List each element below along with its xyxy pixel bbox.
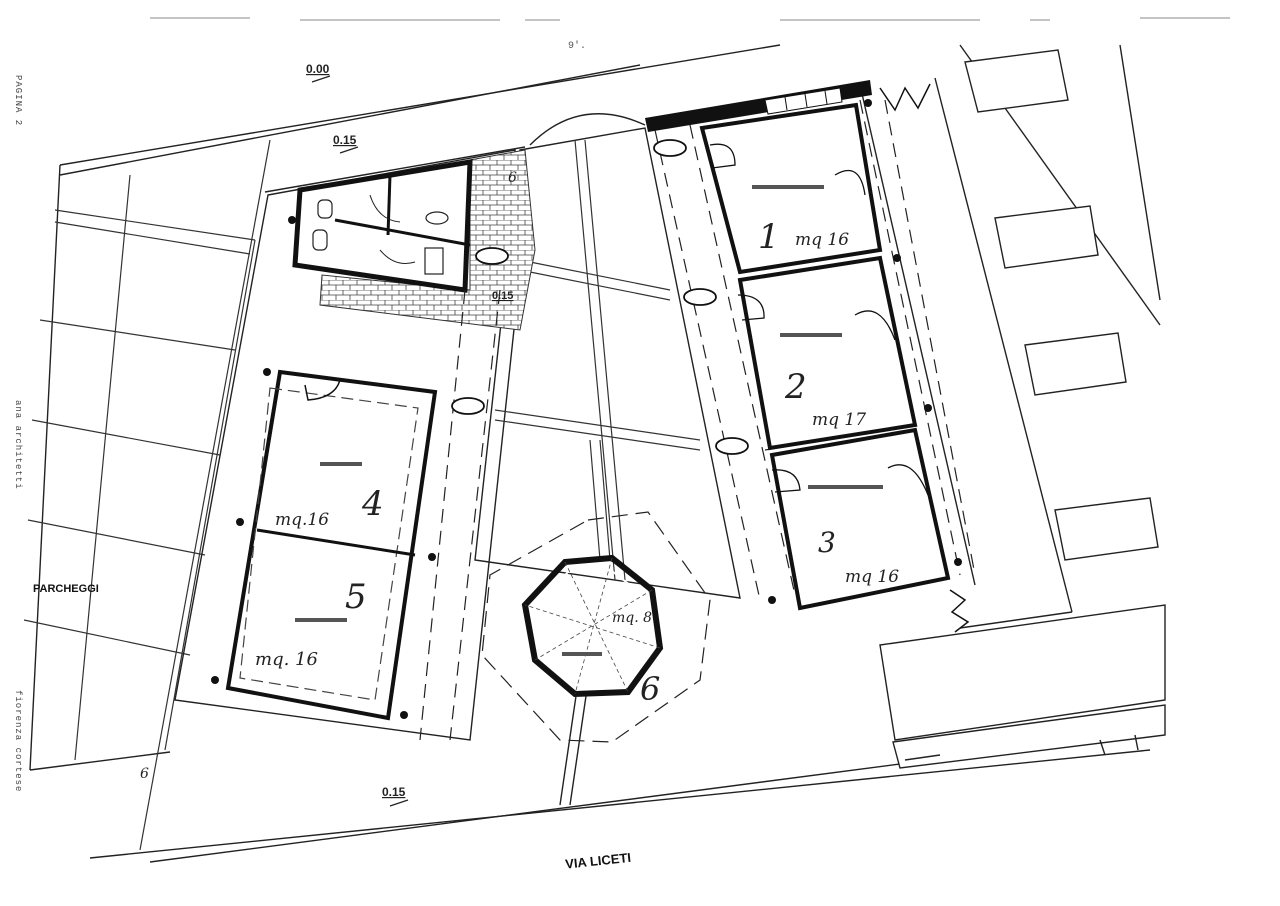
- margin-note-2: fiorenza cortese: [13, 690, 23, 792]
- unit-5-number: 5: [345, 577, 367, 617]
- small-number-b: 6: [140, 766, 149, 782]
- unit-1-area: mq 16: [795, 230, 849, 250]
- level-bottom-arrow: [389, 799, 409, 807]
- parking-grid: [23, 139, 271, 851]
- unit-1-number: 1: [758, 217, 780, 257]
- kiosk-block-1-2-3: [699, 102, 970, 633]
- kiosk-6-octagon: [481, 511, 711, 806]
- right-parking-bays: [879, 49, 1166, 769]
- level-upper: 0.15: [333, 133, 357, 147]
- paving-grid: [494, 139, 701, 581]
- unit-2-area: mq 17: [812, 410, 866, 430]
- page-number-note: PAGINA 2: [13, 75, 23, 126]
- level-top-arrow: [311, 75, 331, 83]
- entrance-arc: [529, 113, 646, 146]
- unit-4-area: mq.16: [275, 510, 329, 530]
- street-label: VIA LICETI: [564, 850, 631, 872]
- site-boundary: [29, 44, 1161, 863]
- unit-3-number: 3: [818, 526, 836, 559]
- kiosk-block-4-5: [225, 369, 438, 721]
- unit-5-area: mq. 16: [255, 649, 318, 670]
- level-top: 0.00: [306, 62, 330, 76]
- scan-header-marks: [150, 17, 1230, 21]
- unit-6-area: mq. 8: [612, 610, 652, 626]
- unit-3-area: mq 16: [845, 567, 899, 587]
- margin-note-1: ana architetti: [13, 400, 23, 490]
- parking-label: PARCHEGGI: [33, 583, 99, 595]
- level-upper-arrow: [339, 146, 359, 154]
- unit-4-number: 4: [361, 484, 384, 524]
- level-court: 0.15: [492, 290, 513, 302]
- court-slab: [174, 127, 741, 741]
- service-block: [292, 159, 473, 293]
- header-mark: 9'.: [568, 40, 586, 52]
- unit-6-number: 6: [640, 670, 660, 708]
- bollard-dots: [211, 99, 962, 719]
- top-wall: [645, 80, 931, 132]
- room-tags: [295, 185, 883, 656]
- level-bottom: 0.15: [382, 785, 406, 799]
- unit-2-number: 2: [784, 367, 807, 407]
- drain-covers: [451, 139, 749, 455]
- small-number-a: 6: [508, 170, 517, 186]
- right-corridor: [859, 77, 1139, 761]
